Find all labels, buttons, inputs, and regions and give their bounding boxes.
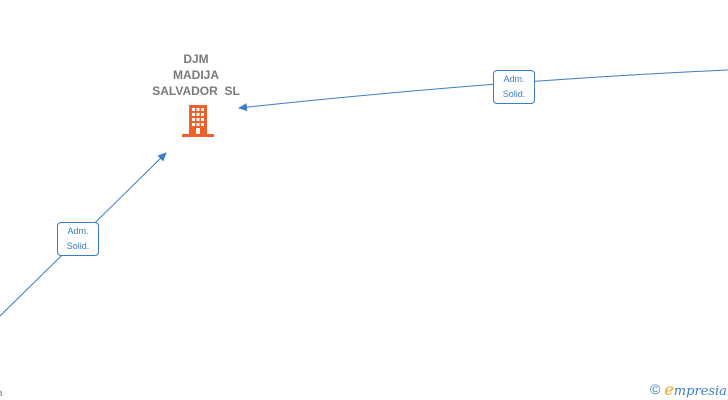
company-name-line: DJM: [183, 52, 209, 66]
brand-logo: empresia: [664, 380, 727, 399]
edge-label-line: Solid.: [66, 241, 90, 251]
company-name[interactable]: DJM MADIJA SALVADOR SL: [136, 51, 256, 99]
edge-label-line: Adm.: [67, 226, 89, 236]
edge-label-adm-solid[interactable]: Adm. Solid.: [493, 70, 535, 104]
edge-label-line: Solid.: [502, 89, 526, 99]
brand-initial: e: [664, 379, 674, 399]
company-name-line: SALVADOR SL: [152, 84, 240, 98]
edge-label-line: Adm.: [503, 74, 525, 84]
copyright-symbol: ©: [650, 381, 661, 397]
building-icon[interactable]: [181, 104, 215, 138]
offscreen-node-label: a: [0, 388, 3, 399]
brand-rest: mpresia: [673, 383, 727, 399]
empresia-watermark: © empresia: [650, 379, 727, 399]
edge-label-adm-solid[interactable]: Adm. Solid.: [57, 222, 99, 256]
edge-line-2: [238, 69, 728, 112]
company-name-line: MADIJA: [172, 68, 219, 82]
